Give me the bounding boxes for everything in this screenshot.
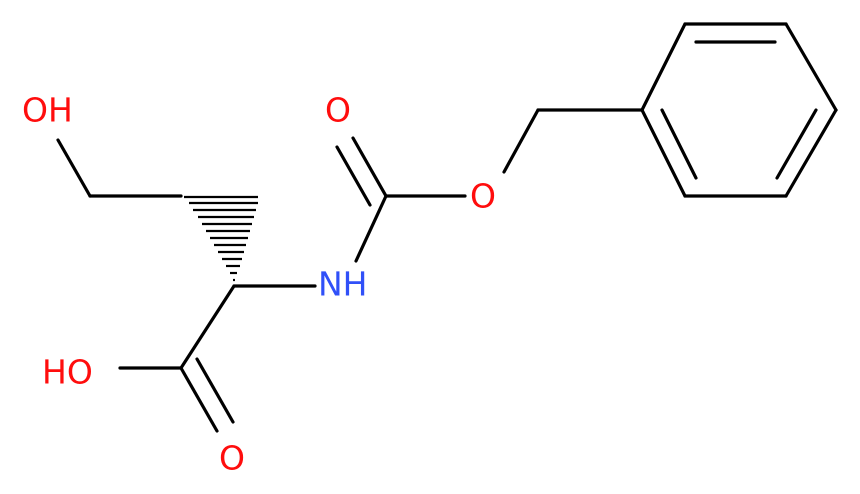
bond-carboxyl-double-2 — [195, 357, 235, 424]
bond-alpha-carboxyl — [179, 284, 236, 370]
bond-oh-ch2 — [56, 138, 92, 198]
carbamate-carbonyl-oxygen-label: O — [325, 91, 351, 130]
stereo-hash-wedge — [184, 195, 258, 282]
hydroxyl-oxygen-label: OH — [22, 91, 73, 130]
acid-hydroxyl-label: HO — [42, 353, 93, 392]
amide-nitrogen-label: NH — [318, 265, 368, 304]
bond-nh-carbamate — [354, 194, 388, 263]
atom-labels: OH HO O NH O O — [22, 91, 496, 478]
ring-bond-6 — [640, 108, 687, 198]
ring-inner-bond-2 — [775, 108, 818, 180]
bond-carbamate-double-1 — [351, 136, 388, 198]
ring-bond-1 — [640, 22, 687, 112]
ring-bond-3 — [784, 22, 838, 112]
ester-oxygen-label: O — [470, 177, 496, 216]
bond-carboxyl-double-1 — [179, 366, 219, 433]
ring-inner-bond-3 — [660, 108, 698, 180]
bond-ester-o-ch2 — [502, 108, 540, 174]
bond-carbamate-double-2 — [335, 145, 372, 207]
ring-bond-4 — [784, 108, 838, 198]
acid-carbonyl-oxygen-label: O — [219, 439, 245, 478]
bond-layer — [56, 22, 838, 433]
